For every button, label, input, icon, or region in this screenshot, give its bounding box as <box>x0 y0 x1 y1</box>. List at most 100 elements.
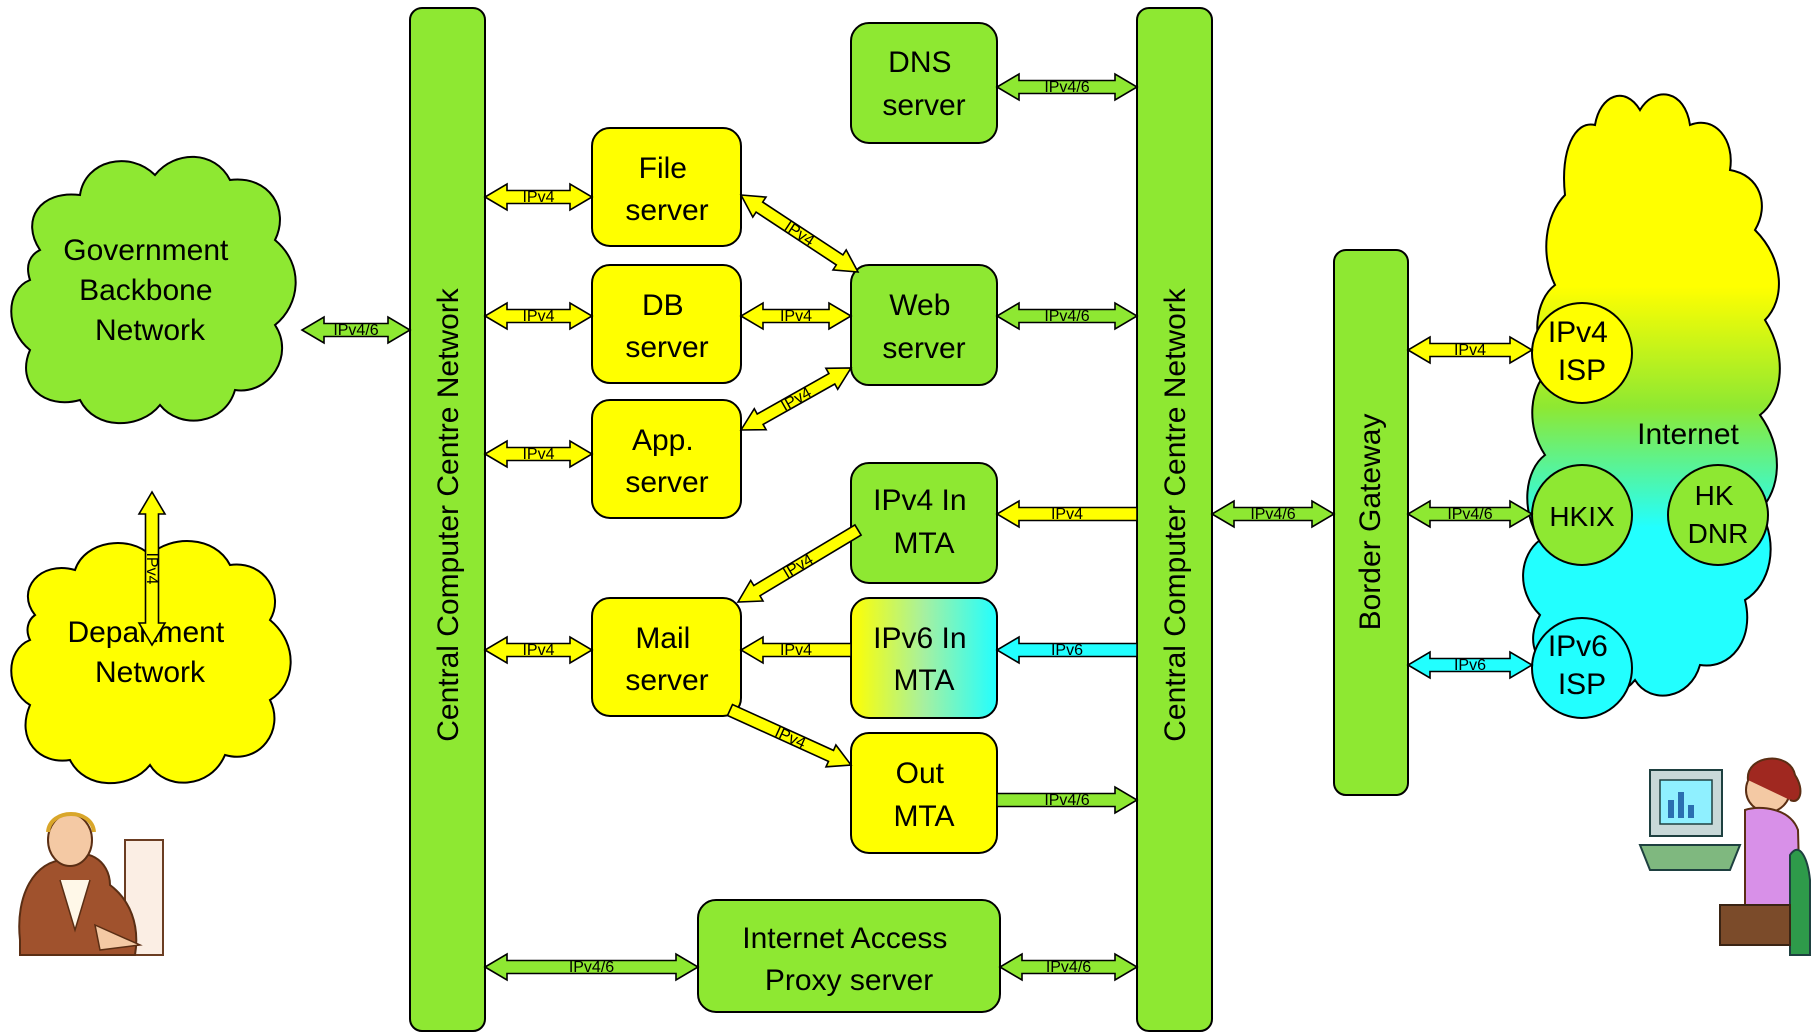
link-dns-to-ccc2-label: IPv4/6 <box>1044 79 1089 96</box>
link-ccc-to-app: IPv4 <box>483 439 594 469</box>
db-server: DB server <box>591 264 742 384</box>
ipv6-isp-label-2: ISP <box>1558 668 1606 701</box>
svg-text:DNS server: DNS server <box>882 46 965 122</box>
government-label-3: Network <box>95 314 206 347</box>
link-gov-to-dept-label: IPv4 <box>143 552 160 584</box>
svg-text:IPv4 In MTA: IPv4 In MTA <box>873 484 975 560</box>
svg-text:HK DNR: HK DNR <box>1688 480 1749 549</box>
link-proxy-to-ccc2-label: IPv4/6 <box>1046 959 1091 976</box>
mail-server-label-2: server <box>625 664 708 697</box>
web-server-label-1: Web <box>889 289 950 322</box>
ipv6-in-mta-label-2: MTA <box>893 664 954 697</box>
link-gateway-to-ipv6isp: IPv6 <box>1406 650 1534 680</box>
link-proxy-to-ccc2: IPv4/6 <box>998 952 1139 982</box>
ccc-network-right: Central Computer Centre Network <box>1136 7 1213 1032</box>
app-server-label-2: server <box>625 466 708 499</box>
link-gateway-to-ipv4isp-label: IPv4 <box>1454 342 1486 359</box>
dns-server-label-1: DNS <box>888 46 951 79</box>
web-server: Web server <box>850 264 998 386</box>
hkix-label: HKIX <box>1549 501 1615 532</box>
ipv4-in-mta-label-1: IPv4 In <box>873 484 966 517</box>
svg-text:IPv6 ISP: IPv6 ISP <box>1548 630 1616 701</box>
svg-text:App. server: App. server <box>625 424 708 499</box>
mail-server: Mail server <box>591 597 742 717</box>
link-gateway-to-ipv4isp: IPv4 <box>1406 335 1534 365</box>
app-server-label-1: App. <box>632 424 694 457</box>
link-gov-to-dept: IPv4 <box>137 490 167 647</box>
svg-text:Out MTA: Out MTA <box>893 757 954 833</box>
ipv4-isp-label-2: ISP <box>1558 354 1606 387</box>
proxy-label-2: Proxy server <box>765 964 933 997</box>
hkix: HKIX <box>1531 464 1633 566</box>
proxy-label-1: Internet Access <box>742 922 947 955</box>
mail-server-label-1: Mail <box>635 622 690 655</box>
ipv6-isp-label-1: IPv6 <box>1548 630 1608 663</box>
link-ipv4mta-to-mail: IPv4 <box>736 523 863 603</box>
officer-clipart <box>18 812 164 956</box>
hk-dnr-label-1: HK <box>1695 480 1734 511</box>
internet-label: Internet <box>1637 418 1739 451</box>
dns-server: DNS server <box>850 22 998 144</box>
svg-text:Mail server: Mail server <box>625 622 708 697</box>
ipv6-in-mta-label-1: IPv6 In <box>873 622 966 655</box>
svg-text:IPv6 In MTA: IPv6 In MTA <box>873 622 975 697</box>
db-server-label-1: DB <box>642 289 684 322</box>
ccc-network-left: Central Computer Centre Network <box>409 7 486 1032</box>
link-gateway-to-ipv6isp-label: IPv6 <box>1454 657 1486 674</box>
link-ccc2-to-gateway: IPv4/6 <box>1210 499 1336 529</box>
ipv4-in-mta: IPv4 In MTA <box>850 462 998 584</box>
file-server-label-1: File <box>639 152 687 185</box>
link-dns-to-ccc2: IPv4/6 <box>995 72 1139 102</box>
link-web-to-ccc2: IPv4/6 <box>995 301 1139 331</box>
government-backbone-cloud: Government Backbone Network <box>10 155 297 425</box>
border-gateway: Border Gateway <box>1333 249 1409 796</box>
link-ccc2-to-ipv4mta-label: IPv4 <box>1051 506 1083 523</box>
link-outmta-to-ccc2-label: IPv4/6 <box>1044 792 1089 809</box>
app-server: App. server <box>591 399 742 519</box>
link-ccc-to-proxy: IPv4/6 <box>483 952 700 982</box>
link-ccc-to-file-label: IPv4 <box>522 189 554 206</box>
link-ipv6mta-to-mail-label: IPv4 <box>780 642 812 659</box>
link-ccc-to-db: IPv4 <box>483 301 594 331</box>
link-ccc-to-proxy-label: IPv4/6 <box>569 959 614 976</box>
link-ccc-to-db-label: IPv4 <box>522 308 554 325</box>
link-ccc-to-app-label: IPv4 <box>522 446 554 463</box>
link-app-to-web: IPv4 <box>739 367 853 431</box>
link-gov-to-ccc-label: IPv4/6 <box>333 322 378 339</box>
link-gov-to-ccc: IPv4/6 <box>300 315 412 345</box>
link-ccc2-to-gateway-label: IPv4/6 <box>1250 506 1295 523</box>
link-db-to-web: IPv4 <box>739 301 853 331</box>
link-db-to-web-label: IPv4 <box>780 308 812 325</box>
link-outmta-to-ccc2: IPv4/6 <box>996 785 1139 815</box>
ipv4-isp-label-1: IPv4 <box>1548 316 1608 349</box>
link-mail-to-outmta-label: IPv4 <box>772 724 808 753</box>
government-label-2: Backbone <box>79 274 212 307</box>
ipv4-in-mta-label-2: MTA <box>893 527 954 560</box>
link-ccc-to-file: IPv4 <box>483 182 594 212</box>
svg-text:Government Backbone: Government Backbone Network <box>63 234 236 347</box>
link-ccc-to-mail: IPv4 <box>483 635 594 665</box>
svg-text:Web server: Web server <box>882 289 965 365</box>
out-mta-label-1: Out <box>896 757 945 790</box>
department-label-2: Network <box>95 656 206 689</box>
links-layer: IPv4/6 IPv4 IPv4 IPv4 IPv4 IPv4 IPv4/6 I… <box>137 72 1534 982</box>
link-ccc2-to-ipv4mta: IPv4 <box>995 499 1138 529</box>
svg-text:IPv4 ISP: IPv4 ISP <box>1548 316 1616 387</box>
link-gateway-to-hkix-label: IPv4/6 <box>1447 506 1492 523</box>
dns-server-label-2: server <box>882 89 965 122</box>
svg-text:Internet Access Proxy se: Internet Access Proxy server <box>742 922 955 997</box>
department-network-cloud: Department Network <box>10 540 292 785</box>
government-label-1: Government <box>63 234 229 267</box>
db-server-label-2: server <box>625 331 708 364</box>
link-ccc2-to-ipv6mta: IPv6 <box>995 635 1138 665</box>
link-web-to-ccc2-label: IPv4/6 <box>1044 308 1089 325</box>
ccc-network-left-label: Central Computer Centre Network <box>432 287 465 742</box>
ipv6-isp: IPv6 ISP <box>1531 617 1633 719</box>
out-mta: Out MTA <box>850 732 998 854</box>
user-at-computer-clipart <box>1638 757 1811 956</box>
out-mta-label-2: MTA <box>893 800 954 833</box>
link-gateway-to-hkix: IPv4/6 <box>1406 499 1534 529</box>
link-mail-to-outmta: IPv4 <box>726 703 853 768</box>
file-server: File server <box>591 127 742 247</box>
